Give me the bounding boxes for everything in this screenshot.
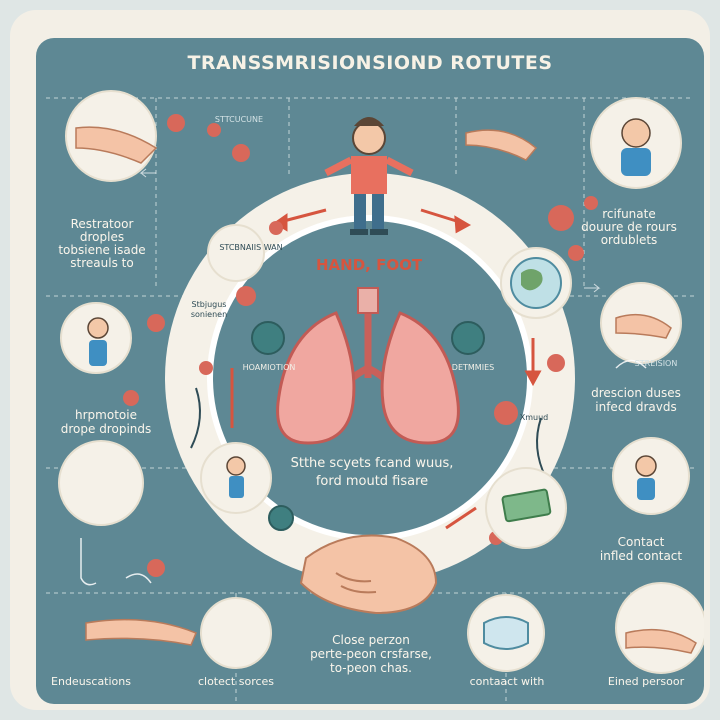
illustration-layer — [46, 90, 704, 704]
route-label-droplets: rcifunate douure de rours ordublets — [554, 208, 704, 247]
route-label-bottom-right-mid: contaact with — [469, 675, 545, 688]
poster-frame: TRANSSMRISIONSIOND ROTUTES HAND, FOOT St… — [10, 10, 710, 710]
route-text-line: droples — [79, 230, 125, 244]
child-figure-icon — [324, 117, 414, 235]
route-tag-mid-right: STREISION — [634, 359, 678, 368]
route-label-bottom-left: Endeuscations — [51, 675, 131, 688]
globe-icon — [510, 257, 562, 309]
ring-label-left-2: sonienen — [190, 310, 228, 319]
route-text-line: drescion duses — [591, 386, 681, 400]
poster-title: TRANSSMRISIONSIOND ROTUTES — [187, 52, 553, 74]
route-tag-top-left: STTCUCUNE — [214, 115, 264, 124]
route-text-line: Contact — [617, 535, 665, 549]
route-text-line: hrpmotoie — [75, 408, 137, 422]
money-icon — [501, 488, 552, 523]
lungs-icon — [276, 287, 460, 445]
route-label-bottom-left-mid: clotect sorces — [197, 675, 275, 688]
ring-label-top-left: STCBNAIIS WAN — [219, 243, 283, 252]
route-label-close-person: Close perzon perte-peon crsfarse, to-peo… — [286, 633, 456, 675]
route-text-line: drope dropinds — [60, 422, 152, 436]
route-text-line: to-peon chas. — [330, 661, 412, 675]
route-text-line: infecd dravds — [595, 400, 677, 414]
route-label-bottom-right: Eined persoor — [607, 675, 685, 688]
route-text-line: ordublets — [600, 233, 658, 247]
poster-panel: TRANSSMRISIONSIOND ROTUTES HAND, FOOT St… — [36, 38, 704, 704]
route-text-line: infled contact — [599, 549, 683, 563]
route-text-line: douure de rours — [581, 220, 677, 234]
route-text-line: Close perzon — [332, 633, 410, 647]
center-left-tag: HOAMIOTION — [242, 363, 296, 372]
route-text-line: streauls to — [70, 256, 134, 270]
center-caption-2: ford moutd fisare — [315, 474, 429, 489]
route-label-drops: hrpmotoie drope dropinds — [36, 408, 176, 436]
center-right-tag: DETMMIES — [451, 363, 495, 372]
route-text-line: rcifunate — [602, 207, 656, 221]
route-text-line: tobsiene isade — [58, 243, 146, 257]
virus-icon — [251, 321, 485, 531]
handshake-icon — [299, 534, 438, 615]
mask-icon — [483, 616, 529, 650]
route-text-line: perte-peon crsfarse, — [310, 647, 432, 661]
center-heading: HAND, FOOT — [316, 256, 423, 274]
ring-label-left-1: Stbjugus — [191, 300, 227, 309]
ring-label-right: Xmuud — [519, 413, 549, 422]
route-text-line: Restratoor — [70, 217, 134, 231]
center-caption-1: Stthe scyets fcand wuus, — [290, 456, 454, 471]
route-label-contact: Contact infled contact — [581, 535, 701, 563]
route-label-infected: drescion duses infecd dravds — [566, 386, 704, 414]
route-label-respiratory: Restratoor droples tobsiene isade streau… — [36, 218, 172, 270]
